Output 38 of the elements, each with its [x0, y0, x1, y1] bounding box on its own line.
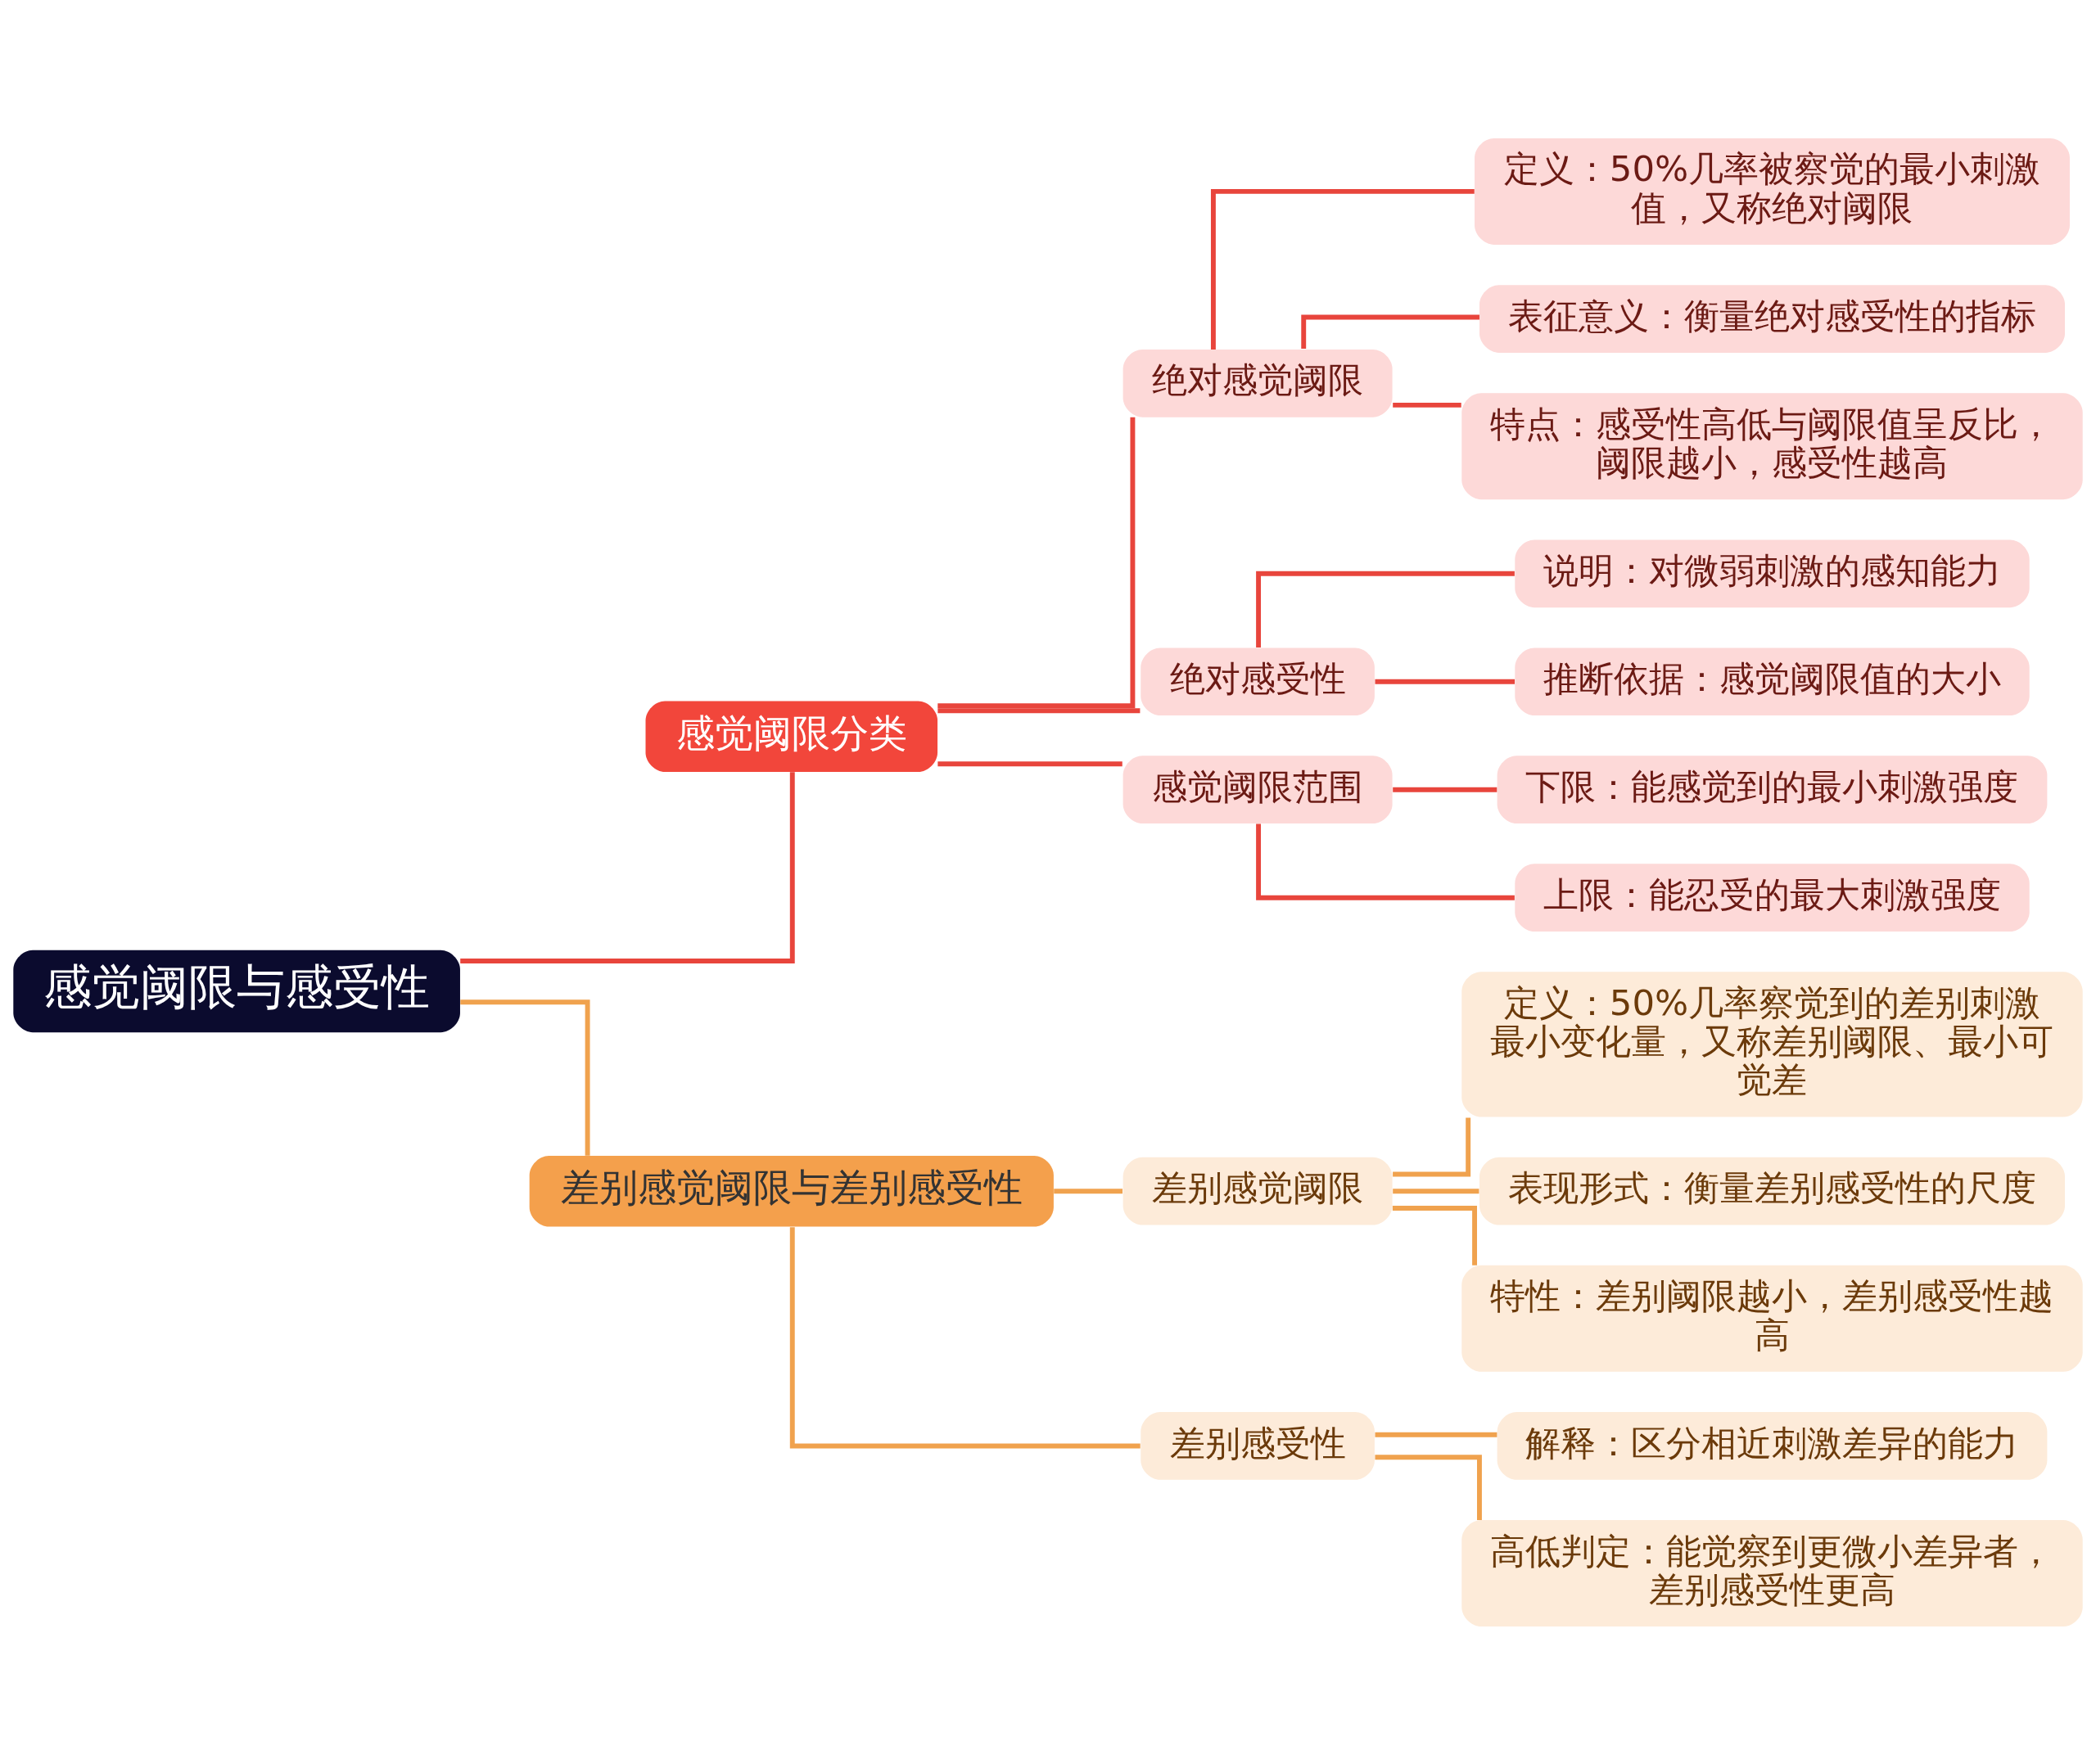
connector: [1256, 571, 1515, 647]
node-box: 差别感觉阈限与差别感受性: [529, 1155, 1054, 1227]
connector: [1393, 402, 1461, 408]
node-box: 绝对感觉阈限: [1123, 349, 1393, 417]
node-box: 说明：对微弱刺激的感知能力: [1515, 539, 2030, 607]
node-box: 表征意义：衡量绝对感受性的指标: [1479, 284, 2066, 353]
node-box: 解释：区分相近刺激差异的能力: [1497, 1411, 2048, 1480]
connector: [1375, 1454, 1482, 1520]
node-box: 差别感觉阈限: [1123, 1157, 1393, 1225]
connector: [1393, 1188, 1479, 1193]
connector: [1393, 787, 1497, 792]
node-box: 推断依据：感觉阈限值的大小: [1515, 647, 2030, 715]
node-box: 感觉阈限与感受性: [13, 950, 460, 1032]
connector: [937, 707, 1141, 713]
connector: [937, 417, 1136, 708]
node-box: 感觉阈限分类: [645, 700, 938, 772]
connector: [1210, 188, 1475, 350]
node-box: 高低判定：能觉察到更微小差异者，差别感受性更高: [1461, 1519, 2083, 1626]
connector: [1375, 679, 1515, 684]
connector: [1054, 1188, 1123, 1193]
node-box: 差别感受性: [1141, 1411, 1375, 1480]
node-box: 绝对感受性: [1141, 647, 1375, 715]
node-box: 特点：感受性高低与阈限值呈反比，阈限越小，感受性越高: [1461, 392, 2083, 499]
connector: [1375, 1432, 1497, 1437]
node-box: 感觉阈限范围: [1123, 755, 1393, 823]
connector: [460, 999, 590, 1156]
connector: [937, 760, 1123, 766]
connector: [460, 771, 795, 963]
node-box: 定义：50%几率被察觉的最小刺激值，又称绝对阈限: [1475, 138, 2070, 245]
connector: [1256, 823, 1515, 900]
connector: [1393, 1117, 1471, 1176]
node-box: 表现形式：衡量差别感受性的尺度: [1479, 1157, 2066, 1225]
connector: [789, 1226, 1141, 1448]
connector: [1392, 1205, 1477, 1265]
node-box: 特性：差别阈限越小，差别感受性越高: [1461, 1265, 2083, 1372]
node-box: 上限：能忍受的最大刺激强度: [1515, 863, 2030, 932]
node-box: 下限：能感觉到的最小刺激强度: [1497, 755, 2048, 823]
node-box: 定义：50%几率察觉到的差别刺激最小变化量，又称差别阈限、最小可觉差: [1461, 971, 2083, 1117]
